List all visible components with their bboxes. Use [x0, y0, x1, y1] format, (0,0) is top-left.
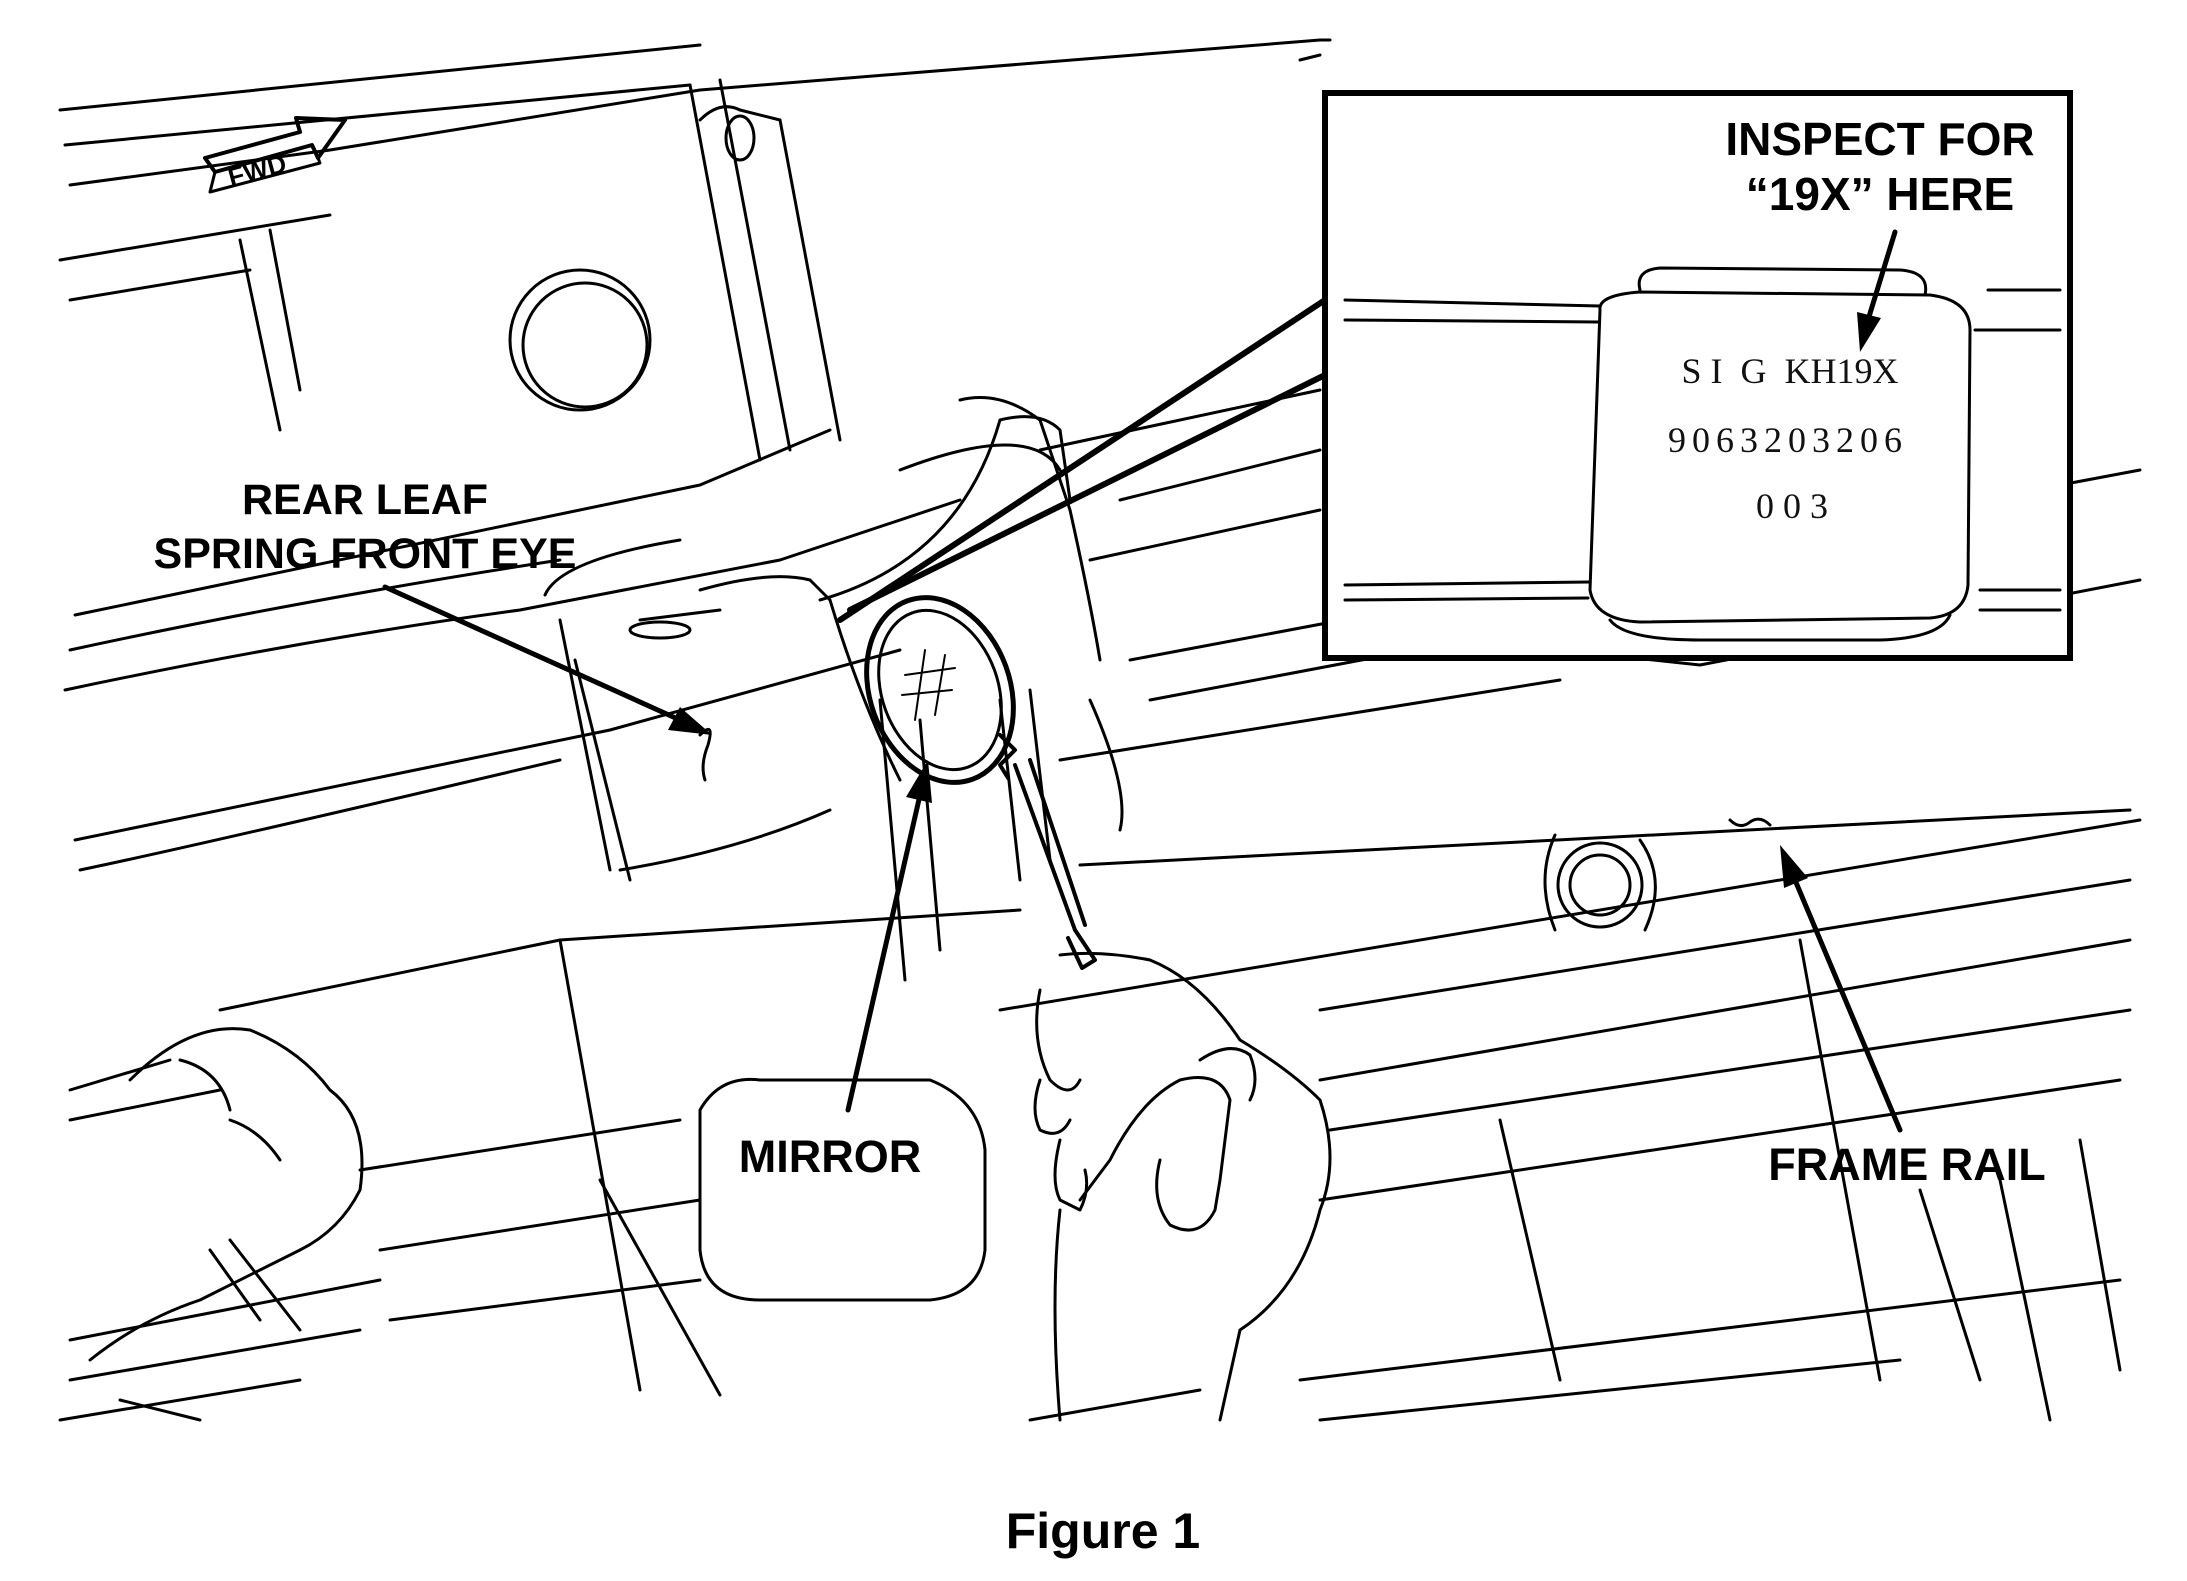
- spring-eye-drawing: [73, 396, 1124, 982]
- inspection-mirror: [864, 595, 1097, 970]
- inspect-label-line1: INSPECT FOR: [1725, 113, 2034, 165]
- bushing-drawing: [1343, 266, 2062, 642]
- bushing-marking-line1: S I G KH19X: [1681, 351, 1898, 391]
- spring-eye-label-line2: SPRING FRONT EYE: [154, 530, 577, 578]
- fwd-tag-text: FWD: [225, 148, 290, 192]
- technician-hands: [88, 951, 1332, 1422]
- bushing-marking-line2: 9063203206: [1668, 420, 1908, 460]
- frame-rail-label: FRAME RAIL: [1768, 1139, 2045, 1190]
- callout-labels: REAR LEAF SPRING FRONT EYE MIRROR FRAME …: [154, 476, 2046, 1190]
- figure-caption: Figure 1: [1006, 1503, 1200, 1559]
- callout-arrows: [382, 297, 1903, 1133]
- spring-eye-arrow: [382, 584, 683, 723]
- bushing-marking-line3: 0 0 3: [1756, 486, 1828, 526]
- spring-eye-label-line1: REAR LEAF: [242, 476, 488, 524]
- mirror-label: MIRROR: [739, 1131, 921, 1182]
- inset-detail: S I G KH19X 9063203206 0 0 3 INSPECT FOR…: [1322, 90, 2073, 661]
- inspect-label-line2: “19X” HERE: [1746, 168, 2014, 220]
- inspect-arrow: [1865, 229, 1898, 323]
- mirror-arrow: [845, 792, 923, 1113]
- frame-rail-arrow: [1792, 877, 1903, 1133]
